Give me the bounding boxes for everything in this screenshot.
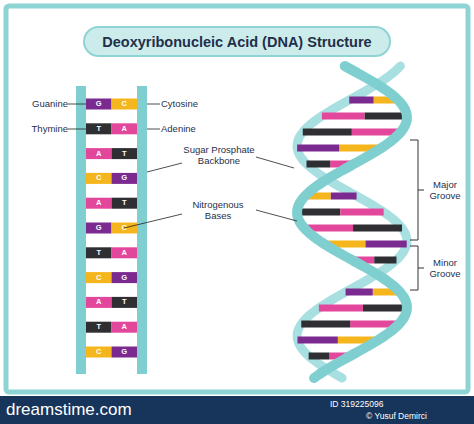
base-name: Adenine: [161, 123, 211, 134]
base-rung: [303, 129, 352, 136]
base-letter: C: [112, 222, 138, 234]
base-rung: [306, 161, 330, 168]
base-letter: C: [86, 172, 112, 184]
leader-line: [147, 163, 182, 172]
leader-line: [256, 157, 294, 168]
base-rung: [363, 305, 407, 312]
base-rung: [297, 209, 340, 216]
base-cell: [86, 198, 112, 209]
base-letter: A: [86, 296, 112, 308]
base-rung: [297, 337, 337, 344]
base-rung: [309, 353, 330, 360]
base-letter: T: [112, 296, 138, 308]
base-cell: [112, 148, 138, 159]
leader-line: [124, 214, 182, 228]
base-cell: [86, 223, 112, 234]
title-pill: Deoxyribonucleic Acid (DNA) Structure: [83, 26, 391, 57]
base-cell: [86, 148, 112, 159]
base-letter: A: [112, 123, 138, 135]
base-cell: [112, 272, 138, 283]
base-cell: [112, 198, 138, 209]
base-rung: [365, 241, 406, 248]
base-letter: T: [86, 321, 112, 333]
base-rung: [364, 113, 407, 120]
base-cell: [86, 297, 112, 308]
part-label: Nitrogenous Bases: [180, 199, 256, 222]
base-name: Guanine: [18, 98, 68, 109]
leader-line: [68, 104, 86, 105]
base-cell: [86, 322, 112, 333]
base-rung: [374, 257, 396, 264]
base-cell: [112, 297, 138, 308]
base-letter: T: [86, 123, 112, 135]
watermark: ID 319225096: [330, 399, 440, 409]
footer-bar: [0, 396, 474, 424]
base-letter: A: [86, 197, 112, 209]
base-rung: [353, 225, 402, 232]
base-letter: T: [112, 197, 138, 209]
base-letter: C: [86, 346, 112, 358]
helix-strand: [297, 66, 407, 378]
base-letter: A: [112, 247, 138, 259]
base-letter: T: [112, 148, 138, 160]
leader-line: [147, 129, 160, 130]
base-letter: A: [86, 148, 112, 160]
helix-strand: [297, 66, 407, 378]
base-letter: A: [112, 321, 138, 333]
base-cell: [112, 223, 138, 234]
base-rung: [297, 145, 339, 152]
base-rung: [340, 209, 383, 216]
groove-bracket: [410, 140, 424, 240]
base-letter: T: [86, 247, 112, 259]
base-letter: C: [86, 272, 112, 284]
watermark: © Yusuf Demirci: [366, 411, 472, 421]
base-cell: [86, 173, 112, 184]
base-cell: [112, 247, 138, 258]
base-letter: G: [112, 346, 138, 358]
base-rung: [301, 321, 350, 328]
leader-line: [68, 129, 86, 130]
base-cell: [86, 123, 112, 134]
base-cell: [86, 247, 112, 258]
leader-line: [147, 104, 160, 105]
groove-bracket: [410, 246, 424, 290]
base-cell: [86, 347, 112, 358]
base-letter: G: [86, 222, 112, 234]
base-name: Cytosine: [161, 98, 211, 109]
frame: [6, 6, 468, 392]
watermark: dreamstime.com: [6, 400, 176, 420]
part-label: Sugar Prosphate Backbone: [173, 144, 265, 167]
base-letter: G: [112, 272, 138, 284]
base-letter: C: [112, 98, 138, 110]
base-cell: [112, 347, 138, 358]
base-cell: [112, 173, 138, 184]
base-cell: [86, 272, 112, 283]
title: Deoxyribonucleic Acid (DNA) Structure: [102, 34, 371, 50]
base-cell: [112, 99, 138, 110]
groove-label: Major Groove: [424, 179, 466, 202]
base-cell: [112, 123, 138, 134]
backbone-rail: [137, 86, 147, 374]
leader-line: [256, 210, 297, 221]
base-letter: G: [112, 172, 138, 184]
base-rung: [319, 305, 363, 312]
base-cell: [112, 322, 138, 333]
base-letter: G: [86, 98, 112, 110]
base-rung: [322, 113, 365, 120]
base-cell: [86, 99, 112, 110]
base-rung: [331, 193, 357, 200]
base-name: Thymine: [18, 123, 68, 134]
groove-label: Minor Groove: [424, 257, 466, 280]
base-rung: [346, 289, 373, 296]
base-rung: [349, 97, 373, 104]
